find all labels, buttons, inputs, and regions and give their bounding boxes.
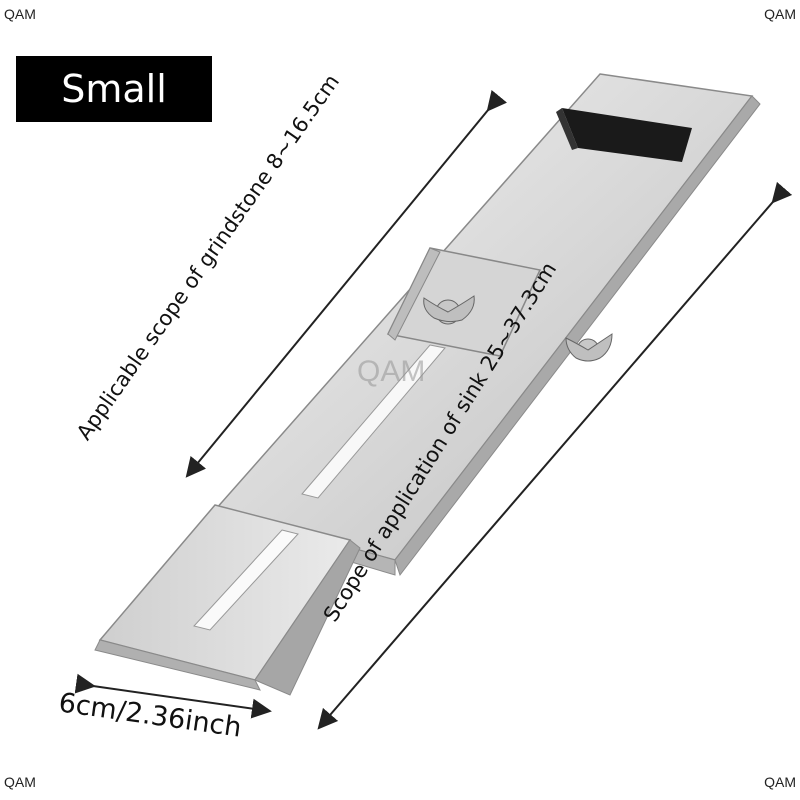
lower-tray (94, 504, 361, 696)
center-watermark: QAM (357, 355, 426, 388)
sink-dimension-arrow (317, 181, 793, 730)
watermark-bottom-right: QAM (764, 774, 796, 790)
size-badge-label: Small (61, 67, 167, 111)
width-dimension-arrow (74, 673, 272, 719)
watermark-bottom-left: QAM (4, 774, 36, 790)
watermark-top-left: QAM (4, 6, 36, 22)
size-badge: Small (16, 56, 212, 122)
watermark-top-right: QAM (764, 6, 796, 22)
rubber-stopper (556, 108, 692, 162)
